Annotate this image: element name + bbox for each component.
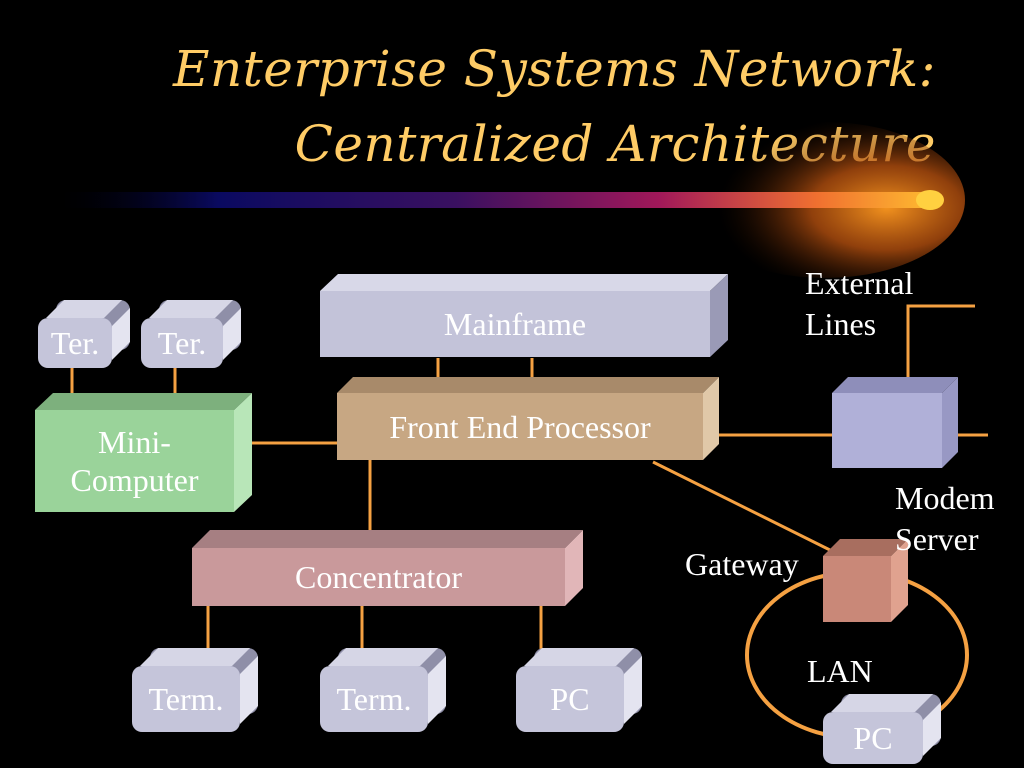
- terminal-bottom-2-label: Term.: [336, 681, 412, 717]
- terminal-bottom-2-box: [320, 648, 446, 732]
- connector-external-line-1: [906, 304, 975, 393]
- concentrator-label: Concentrator: [294, 559, 463, 595]
- gateway-label: Gateway: [685, 546, 799, 582]
- concentrator-box: [192, 530, 583, 606]
- lan-label: LAN: [807, 653, 873, 689]
- terminal-left-2-box: [141, 300, 241, 368]
- mini-computer-box: [35, 393, 252, 512]
- mini-computer-label-line-1: Mini-: [98, 424, 171, 460]
- terminal-bottom-1-box: [132, 648, 258, 732]
- terminal-left-2-label: Ter.: [157, 325, 207, 361]
- terminal-boxes: [38, 300, 941, 764]
- modem-server-box: [832, 377, 958, 468]
- terminal-bottom-1-label: Term.: [148, 681, 224, 717]
- front-end-processor-label: Front End Processor: [389, 408, 651, 445]
- slide-title-line-1: Enterprise Systems Network:: [172, 40, 936, 98]
- pc-bottom-label: PC: [550, 681, 590, 717]
- mainframe-box: [320, 274, 728, 357]
- modem-server-label-line-2: Server: [895, 521, 979, 557]
- gateway-box: [823, 539, 908, 622]
- mini-computer-label: Mini- Computer: [35, 410, 234, 512]
- mainframe-label: Mainframe: [443, 306, 587, 342]
- pc-bottom-box: [516, 648, 642, 732]
- pc-lan-label: PC: [853, 720, 893, 756]
- mini-computer-label-line-2: Computer: [70, 462, 199, 498]
- front-end-processor-box: [337, 377, 719, 460]
- modem-server-label-line-1: Modem: [895, 480, 995, 516]
- connector-fep-gateway: [652, 460, 841, 557]
- pc-lan-box: [823, 694, 941, 764]
- comet-decoration: [60, 122, 965, 278]
- external-lines-label-line-2: Lines: [805, 306, 877, 342]
- terminal-left-1-box: [38, 300, 130, 368]
- external-lines-label-line-1: External: [805, 265, 914, 301]
- terminal-left-1-label: Ter.: [50, 325, 100, 361]
